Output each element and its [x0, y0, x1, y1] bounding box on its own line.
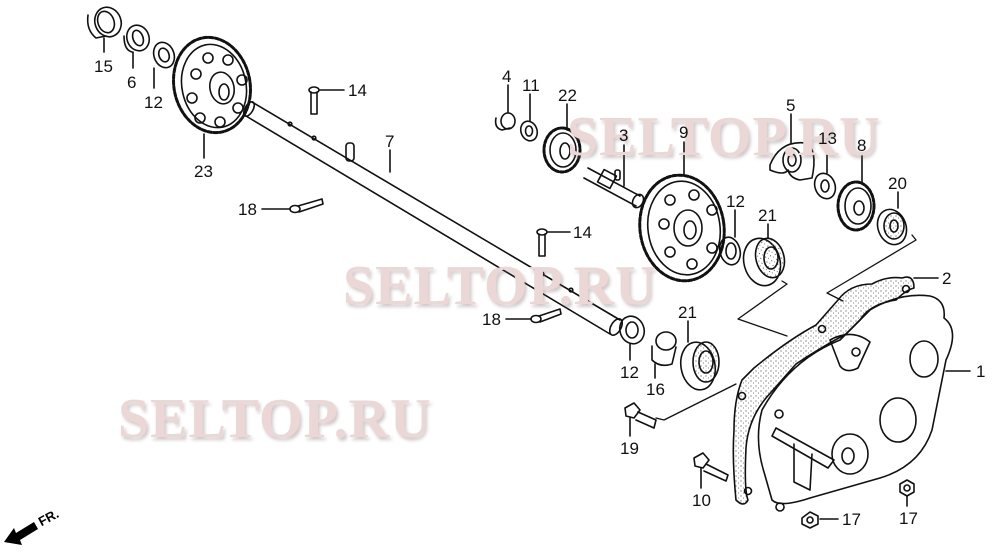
callout-12-lower: 12 — [620, 363, 639, 382]
callout-16: 16 — [646, 380, 665, 399]
watermark-bottom-left: SELTOP.RU — [118, 388, 432, 450]
shaft-part-7 — [242, 100, 624, 336]
cotter-pin-part-18-lower — [505, 308, 562, 324]
bearing-part-21-upper — [742, 223, 786, 287]
callout-10: 10 — [692, 491, 711, 510]
washer-part-12-lower — [618, 315, 646, 361]
collar-part-6 — [123, 24, 151, 69]
callout-15: 15 — [94, 57, 113, 76]
gear-part-8 — [836, 154, 876, 232]
callout-22: 22 — [558, 86, 577, 105]
callout-2: 2 — [942, 269, 952, 288]
callout-12-left: 12 — [144, 93, 163, 112]
pin-part-14-upper — [308, 86, 345, 115]
washer-part-11 — [519, 93, 539, 142]
callout-21-lower: 21 — [678, 303, 697, 322]
callout-14-lower: 14 — [573, 223, 592, 242]
washer-part-12-middle — [718, 209, 742, 266]
small-gear-part-22 — [542, 103, 582, 174]
callout-6: 6 — [127, 73, 137, 92]
callout-3: 3 — [619, 126, 629, 145]
callout-14-upper: 14 — [348, 81, 367, 100]
arrow-front-icon — [4, 522, 38, 545]
pin-part-14-lower — [536, 228, 571, 257]
callout-18-upper: 18 — [238, 200, 257, 219]
callout-1: 1 — [976, 362, 986, 381]
watermark-middle: SELTOP.RU — [343, 255, 657, 317]
assembly-guide-lines — [655, 234, 917, 421]
callout-21-upper: 21 — [758, 206, 777, 225]
callout-17-right: 17 — [899, 509, 918, 528]
callout-11: 11 — [522, 76, 540, 95]
cotter-pin-part-18-upper — [261, 198, 324, 214]
callout-13: 13 — [818, 129, 837, 148]
bushing-part-4 — [494, 84, 516, 131]
callout-5: 5 — [786, 96, 796, 115]
bearing-part-21-lower — [679, 320, 720, 391]
callout-12-middle: 12 — [726, 192, 745, 211]
callout-8: 8 — [857, 136, 867, 155]
stud-bolt-part-10 — [693, 452, 729, 489]
bearing-part-20 — [876, 191, 908, 246]
gear-case-part-1 — [757, 294, 971, 512]
collar-part-16 — [651, 331, 677, 379]
watermark-top-right: SELTOP.RU — [567, 106, 881, 168]
large-gear-part-23 — [172, 35, 252, 159]
callout-17-left: 17 — [842, 510, 861, 529]
washer-part-13 — [813, 146, 837, 200]
oil-seal-part-5 — [769, 113, 815, 181]
gear-part-9 — [638, 141, 726, 283]
callout-19: 19 — [620, 439, 639, 458]
callout-9: 9 — [679, 123, 689, 142]
callout-23: 23 — [194, 162, 213, 181]
callout-4: 4 — [502, 67, 512, 86]
callout-18-lower: 18 — [482, 310, 501, 329]
washer-part-12-left — [152, 41, 176, 89]
nut-part-17-left — [801, 511, 839, 529]
seal-part-15 — [86, 6, 123, 53]
callout-20: 20 — [888, 174, 907, 193]
bolt-part-19 — [624, 402, 657, 437]
nut-part-17-right — [899, 479, 915, 507]
callout-7: 7 — [385, 132, 395, 151]
